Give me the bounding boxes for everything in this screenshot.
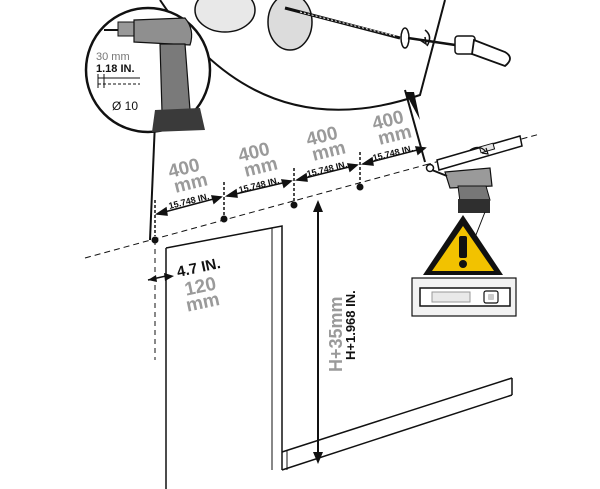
warning-triangle-icon [423,215,503,275]
drill-icon [104,17,205,132]
height-inch: H+1.968 IN. [343,290,358,360]
wall-drill [431,146,493,213]
inset-depth-mm: 30 mm [96,51,130,63]
side-offset: 4.7 IN. 120 mm [147,255,222,317]
plug-icon [267,0,313,51]
drill-point [220,215,228,223]
screw-icon [284,6,410,49]
drill-point [151,236,159,244]
top-inset [149,0,511,241]
level-on-wall [436,135,523,171]
drill-point [425,163,435,173]
inset-depth-in: 1.18 IN. [96,63,135,75]
spirit-level-icon [436,135,523,171]
screwdriver-icon [407,29,511,68]
height-dimension: H+35mm H+1.968 IN. [313,200,358,464]
drill-point [290,201,298,209]
spacing-arrows [154,146,427,236]
spacing-labels: 400 mm 15.748 IN. 400 mm 15.748 IN. 400 … [166,107,414,211]
spirit-level-icon [419,287,511,307]
drill-points [151,163,435,244]
drill-inset: 30 mm 1.18 IN. Ø 10 [84,6,212,134]
drill-point [356,183,364,191]
warning-callout [411,211,517,317]
knob-icon [194,0,256,33]
height-mm: H+35mm [326,296,346,372]
inset-diameter: Ø 10 [112,99,138,113]
